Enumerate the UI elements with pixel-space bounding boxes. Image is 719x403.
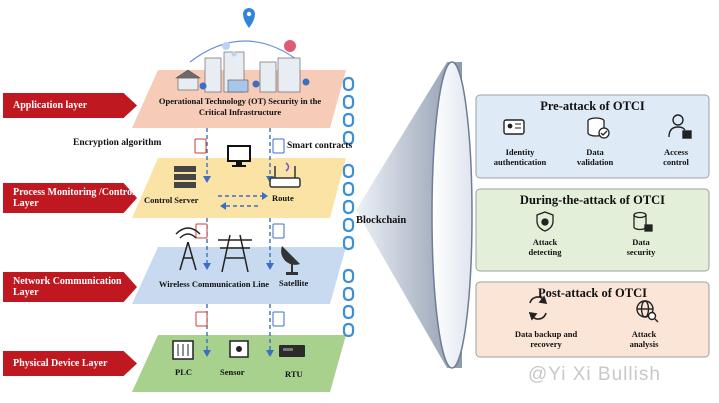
watermark-text: @Yi Xi Bullish bbox=[528, 364, 661, 385]
contract-doc-icons bbox=[272, 138, 285, 327]
application-layer-label: Application layer bbox=[3, 93, 137, 118]
encryption-doc-icons bbox=[194, 138, 208, 327]
control-server-label: Control Server bbox=[144, 195, 199, 205]
wireless-communication-label: Wireless Communication Line bbox=[158, 279, 270, 289]
sensor-icon bbox=[229, 340, 249, 358]
pre-attack-panel: Pre-attack of OTCI Identity authenticati… bbox=[476, 95, 709, 178]
process-control-layer-label: Process Monitoring /Control Layer bbox=[3, 183, 137, 213]
encryption-algorithm-label: Encryption algorithm bbox=[73, 138, 162, 148]
satellite-dish-icon bbox=[281, 246, 300, 275]
rtu-icon bbox=[279, 345, 305, 357]
location-pin-icon bbox=[243, 8, 255, 28]
data-security-icon bbox=[633, 211, 653, 232]
power-tower-icon bbox=[218, 234, 252, 273]
data-backup-recovery-label: Data backup and recovery bbox=[514, 329, 578, 349]
blockchain-label: Blockchain bbox=[356, 215, 407, 226]
process-plane bbox=[132, 158, 346, 218]
data-security-label: Data security bbox=[626, 237, 656, 257]
building-icons bbox=[175, 51, 301, 93]
plc-label: PLC bbox=[175, 367, 192, 377]
during-attack-panel-bg bbox=[475, 188, 710, 272]
network-communication-layer-label: Network Communication Layer bbox=[3, 272, 137, 302]
identity-authentication-label: Identity authentication bbox=[493, 147, 547, 167]
bug-detect-icon bbox=[536, 211, 554, 232]
attack-analysis-icon bbox=[636, 300, 659, 323]
during-attack-title: During-the-attack of OTCI bbox=[519, 193, 666, 207]
database-check-icon bbox=[587, 117, 610, 139]
id-card-icon bbox=[503, 119, 525, 135]
application-plane-title: Operational Technology (OT) Security in … bbox=[158, 96, 322, 117]
data-validation-label: Data validation bbox=[576, 147, 614, 167]
post-attack-panel: Post-attack of OTCI Data backup and reco… bbox=[476, 282, 709, 357]
satellite-label: Satellite bbox=[279, 278, 309, 288]
monitor-icon bbox=[227, 145, 251, 167]
cone-mouth bbox=[431, 61, 473, 369]
network-plane bbox=[132, 247, 346, 304]
router-icon bbox=[269, 162, 301, 188]
backup-recovery-icon bbox=[528, 295, 548, 321]
user-lock-icon bbox=[668, 114, 692, 139]
rtu-label: RTU bbox=[285, 369, 303, 379]
post-attack-title: Post-attack of OTCI bbox=[537, 286, 647, 300]
route-label: Route bbox=[272, 193, 294, 203]
post-attack-panel-bg bbox=[475, 281, 710, 358]
smart-contracts-label: Smart contracts bbox=[287, 141, 353, 151]
sensor-label: Sensor bbox=[220, 367, 245, 377]
pre-attack-title: Pre-attack of OTCI bbox=[540, 99, 645, 113]
antenna-tower-icon bbox=[175, 227, 201, 271]
during-attack-panel: During-the-attack of OTCI Attack detecti… bbox=[476, 189, 709, 271]
cloud-dome bbox=[189, 40, 301, 63]
access-control-label: Access control bbox=[663, 147, 689, 167]
server-icon bbox=[174, 166, 196, 188]
pre-attack-panel-bg bbox=[475, 94, 710, 179]
physical-device-layer-label: Physical Device Layer bbox=[3, 351, 137, 376]
chain-links bbox=[342, 76, 355, 338]
plc-icon bbox=[172, 340, 194, 360]
attack-analysis-label: Attack analysis bbox=[629, 329, 659, 349]
attack-detecting-label: Attack detecting bbox=[528, 237, 562, 257]
